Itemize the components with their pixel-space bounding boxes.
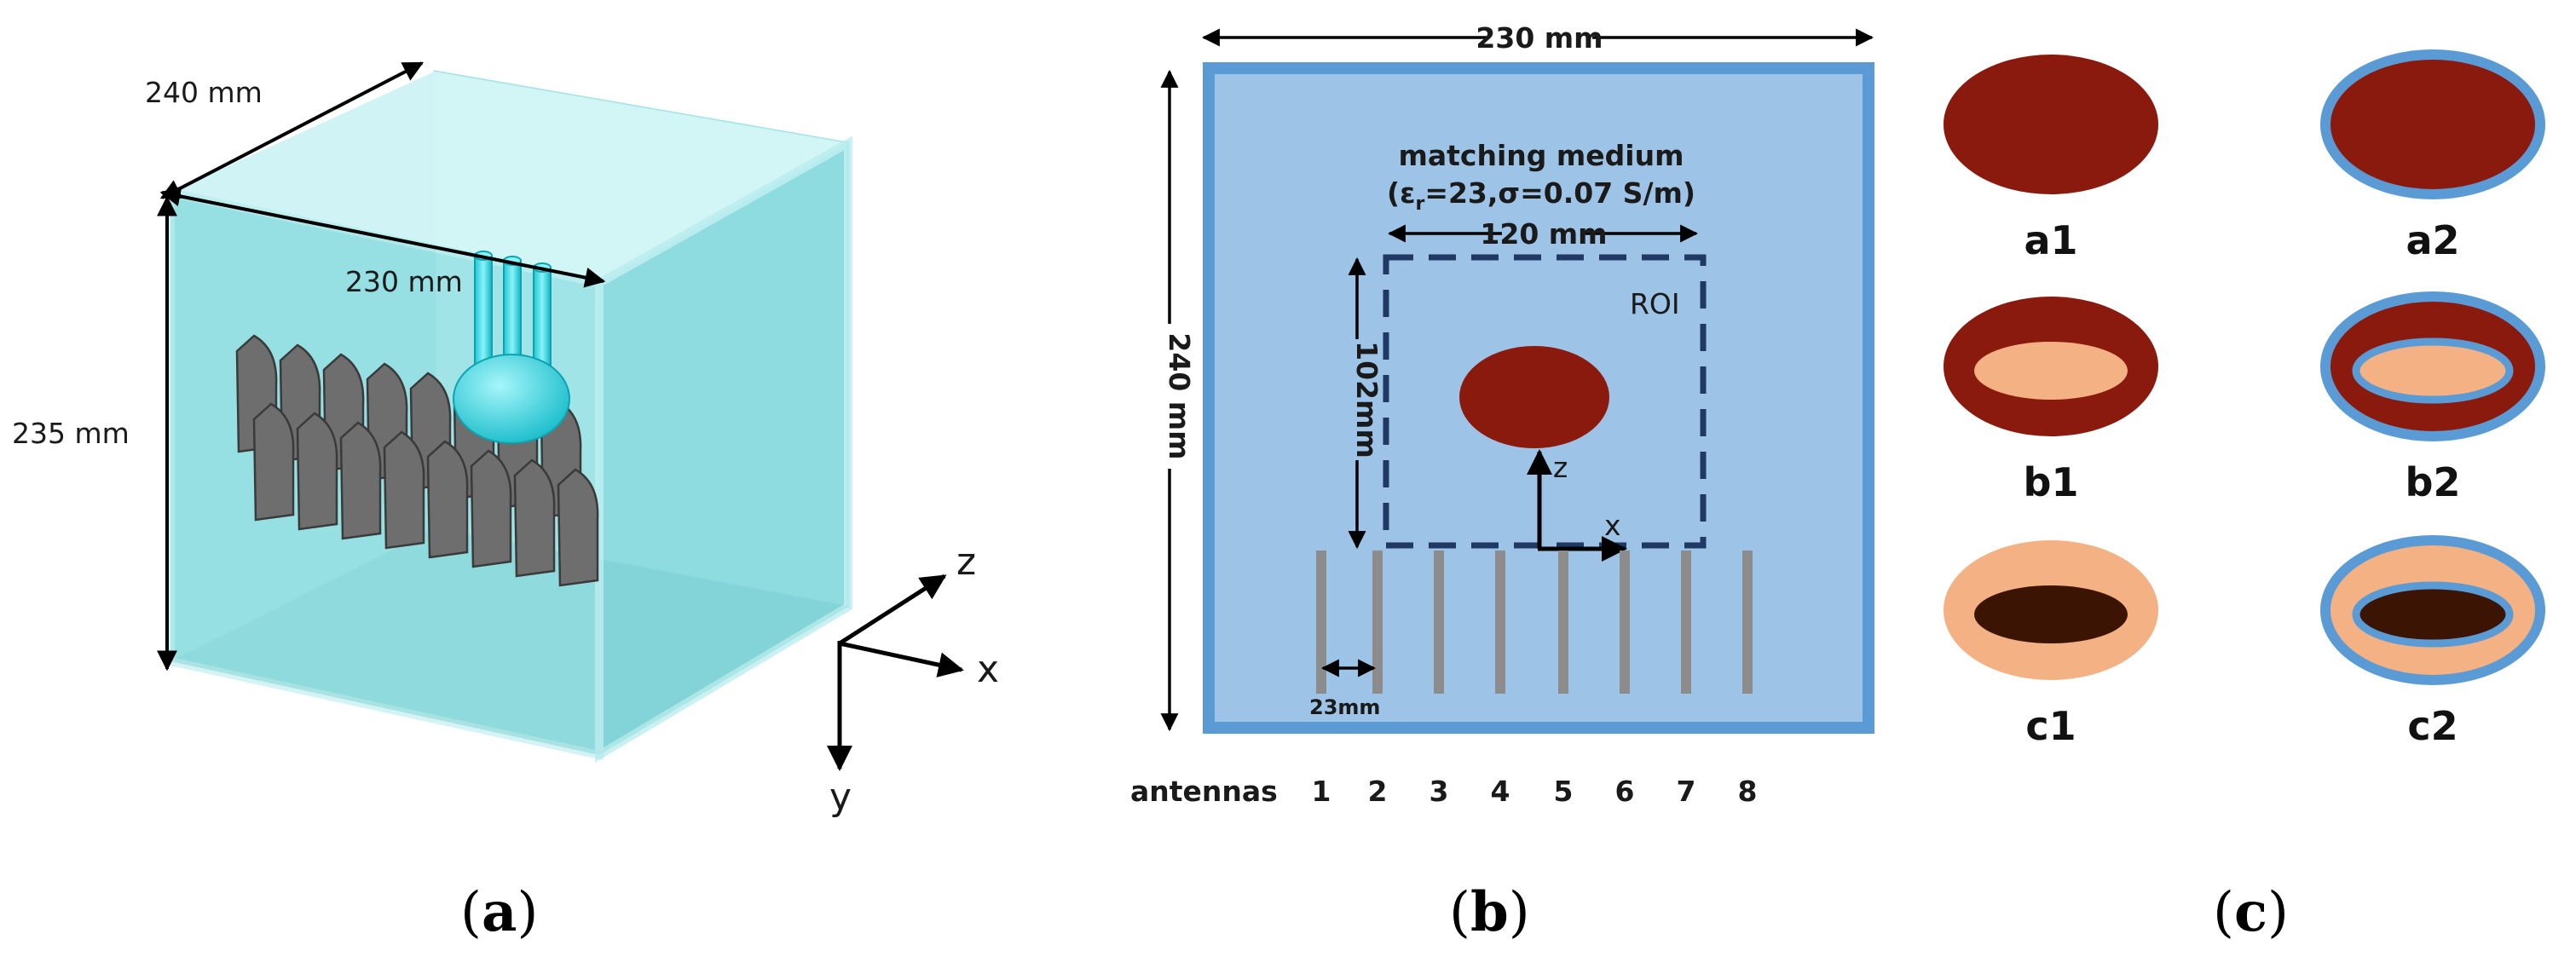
roi-width-label: 120 mm bbox=[1480, 217, 1607, 251]
phantom-c1: c1 bbox=[1944, 540, 2158, 749]
antenna-plate bbox=[252, 402, 295, 522]
antenna-bar bbox=[1434, 551, 1444, 694]
dim-label-height-b: 240 mm bbox=[1163, 332, 1196, 459]
axis-x-label-b: x bbox=[1604, 509, 1621, 542]
antenna-bar bbox=[1742, 551, 1753, 694]
phantom-b2: b2 bbox=[2320, 291, 2545, 505]
antenna-bar bbox=[1558, 551, 1568, 694]
dim-label-width: 230 mm bbox=[345, 265, 463, 298]
roi-box bbox=[1383, 254, 1707, 549]
phantom-outer bbox=[1944, 55, 2158, 194]
antenna-number: 7 bbox=[1677, 775, 1696, 808]
phantom-label: a2 bbox=[2406, 217, 2459, 263]
phantom-outer bbox=[2320, 49, 2545, 199]
antenna-bar bbox=[1316, 551, 1326, 694]
panel-b: 230 mm 240 mm matching medium (εr=23,σ=0… bbox=[1130, 21, 1874, 944]
antennas-label: antennas bbox=[1130, 775, 1278, 808]
phantom-probe bbox=[453, 251, 570, 444]
antenna-number: 3 bbox=[1430, 775, 1449, 808]
axes-indicator: z x y bbox=[827, 540, 999, 819]
antenna-row bbox=[1316, 551, 1753, 694]
phantom-a2: a2 bbox=[2320, 49, 2545, 263]
dim-line-depth bbox=[159, 61, 425, 199]
antenna-bar bbox=[1620, 551, 1630, 694]
panel-c: a1 a2 b1 b2 c1 c2 (c) bbox=[1944, 49, 2545, 944]
antenna-number: 6 bbox=[1615, 775, 1635, 808]
antenna-bar bbox=[1372, 551, 1383, 694]
medium-title: matching medium bbox=[1399, 139, 1684, 172]
antenna-bar bbox=[1681, 551, 1691, 694]
phantom-label: a1 bbox=[2024, 217, 2077, 263]
axis-x-arrow bbox=[839, 641, 964, 677]
antenna-plate bbox=[557, 468, 599, 587]
antenna-plate bbox=[339, 421, 382, 540]
antenna-plate bbox=[470, 449, 512, 568]
axis-x-label: x bbox=[977, 648, 999, 691]
phantom-label: c1 bbox=[2025, 703, 2076, 749]
axis-y-label: y bbox=[829, 775, 852, 819]
phantom-inner bbox=[1974, 585, 2128, 643]
antenna-bar bbox=[1495, 551, 1505, 694]
antenna-number: 2 bbox=[1368, 775, 1388, 808]
phantom-label: c2 bbox=[2407, 703, 2458, 749]
axis-z-label: z bbox=[956, 540, 976, 584]
dim-label-height: 235 mm bbox=[12, 417, 130, 450]
phantom-inner bbox=[2352, 581, 2514, 648]
phantom-label: b2 bbox=[2406, 459, 2461, 505]
phantom-a1: a1 bbox=[1944, 55, 2158, 263]
caption-b: (b) bbox=[1449, 880, 1530, 944]
axis-z-arrow bbox=[838, 574, 947, 646]
antenna-number: 1 bbox=[1312, 775, 1331, 808]
phantom-c2: c2 bbox=[2320, 535, 2545, 749]
dim-label-width-b: 230 mm bbox=[1476, 21, 1603, 55]
dim-line-width bbox=[159, 186, 606, 288]
antenna-plate bbox=[513, 458, 556, 578]
phantom-grid: a1 a2 b1 b2 c1 c2 bbox=[1944, 49, 2545, 749]
antenna-number: 5 bbox=[1554, 775, 1574, 808]
caption-c: (c) bbox=[2213, 880, 2289, 944]
antenna-number: 4 bbox=[1491, 775, 1510, 808]
phantom-inner bbox=[1974, 342, 2128, 400]
target-ellipse bbox=[1459, 346, 1609, 448]
medium-params: (εr=23,σ=0.07 S/m) bbox=[1387, 176, 1695, 215]
roi-height-label: 102mm bbox=[1350, 341, 1383, 458]
antenna-number: 8 bbox=[1738, 775, 1758, 808]
dim-label-depth: 240 mm bbox=[145, 76, 263, 109]
antenna-numbers: 1 2 3 4 5 6 7 8 bbox=[1312, 775, 1758, 808]
antenna-plate bbox=[296, 412, 338, 531]
axis-z-label-b: z bbox=[1553, 451, 1568, 484]
phantom-b1: b1 bbox=[1944, 297, 2158, 505]
panel-a: 240 mm 230 mm 235 mm z x y (a) bbox=[12, 61, 999, 944]
phantom-inner bbox=[2352, 337, 2514, 404]
spacing-label: 23mm bbox=[1309, 695, 1380, 719]
antenna-plate bbox=[426, 440, 469, 559]
caption-a: (a) bbox=[460, 880, 538, 944]
phantom-label: b1 bbox=[2024, 459, 2079, 505]
antenna-plate bbox=[383, 430, 425, 550]
roi-label: ROI bbox=[1630, 287, 1680, 320]
